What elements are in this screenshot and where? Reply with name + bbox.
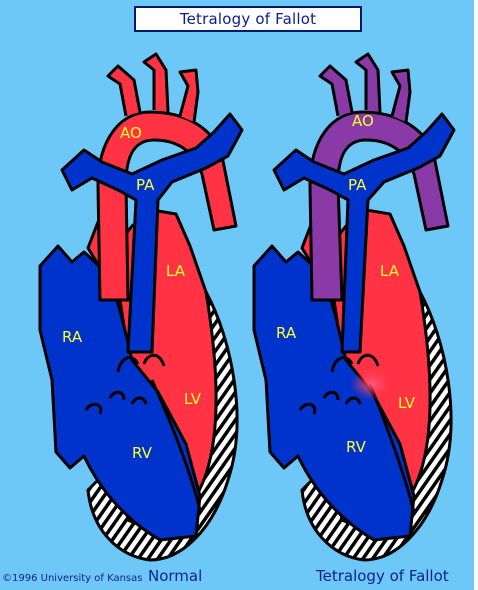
copyright-notice: ©1996 University of Kansas [2,573,142,584]
label-la-normal: LA [166,262,186,280]
label-pa-normal: PA [136,176,155,194]
label-la-fallot: LA [380,262,400,280]
label-lv-normal: LV [184,390,202,408]
label-ra-normal: RA [62,328,83,346]
caption-normal: Normal [148,567,202,585]
label-pa-fallot: PA [348,176,367,194]
label-ao-normal: AO [120,124,142,142]
caption-fallot: Tetralogy of Fallot [316,567,449,585]
septal-defect-shunt [350,368,394,400]
label-rv-normal: RV [132,444,153,462]
label-rv-fallot: RV [346,438,367,456]
label-ao-fallot: AO [352,112,374,130]
label-lv-fallot: LV [398,394,416,412]
label-ra-fallot: RA [276,324,297,342]
